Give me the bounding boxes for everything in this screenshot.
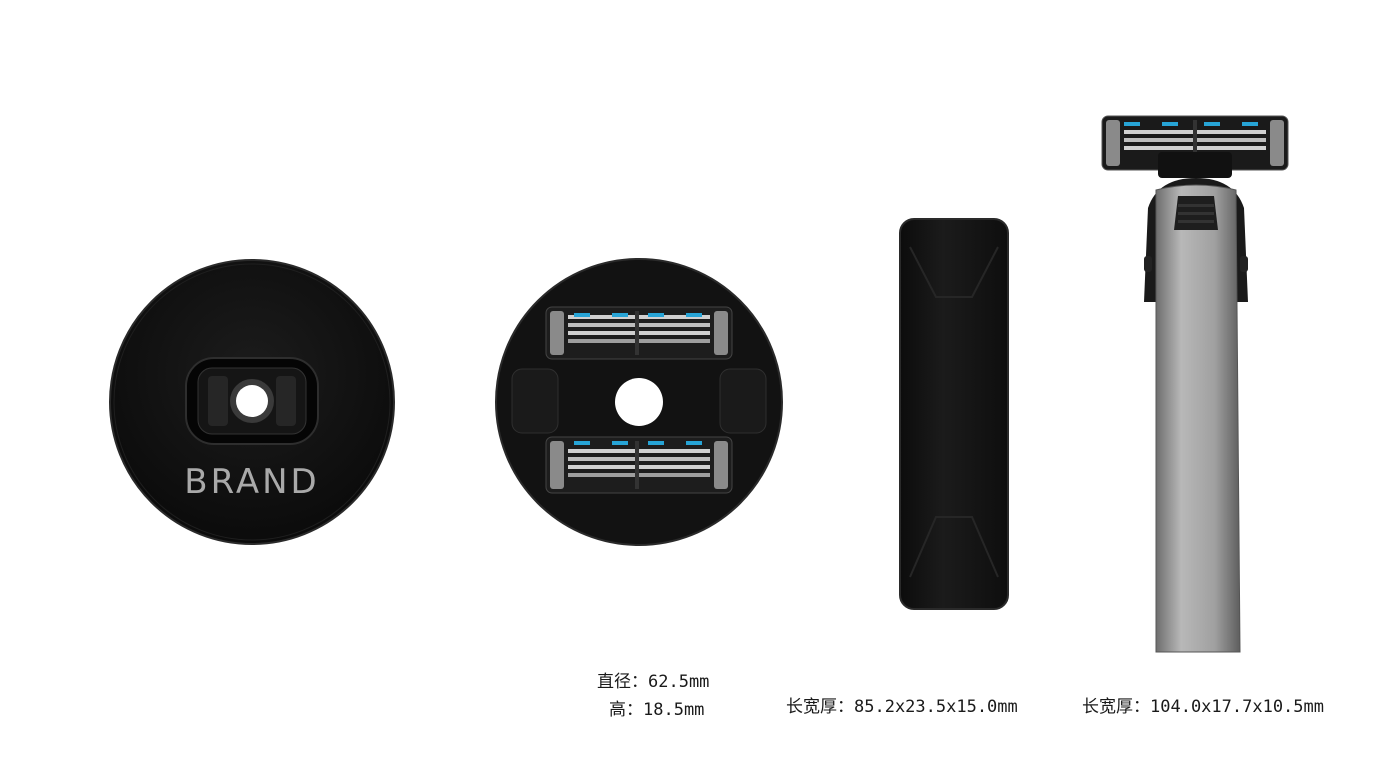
cartridge-holder-illustration bbox=[495, 258, 783, 546]
height-caption: 高：18.5mm bbox=[609, 700, 705, 720]
round-base-illustration bbox=[109, 259, 395, 545]
razor-dimensions-caption: 长宽厚：104.0x17.7x10.5mm bbox=[1082, 697, 1324, 717]
top-cartridge bbox=[545, 306, 733, 360]
razor-front-illustration bbox=[1098, 112, 1294, 660]
bottom-cartridge bbox=[545, 436, 733, 494]
diameter-caption: 直径：62.5mm bbox=[597, 672, 710, 692]
brand-logo-text: BRAND bbox=[184, 462, 320, 502]
travel-case-illustration bbox=[896, 217, 1012, 611]
round-base-top-view bbox=[108, 258, 396, 546]
round-base-cartridge-view bbox=[494, 257, 784, 547]
case-dimensions-caption: 长宽厚：85.2x23.5x15.0mm bbox=[786, 697, 1018, 717]
